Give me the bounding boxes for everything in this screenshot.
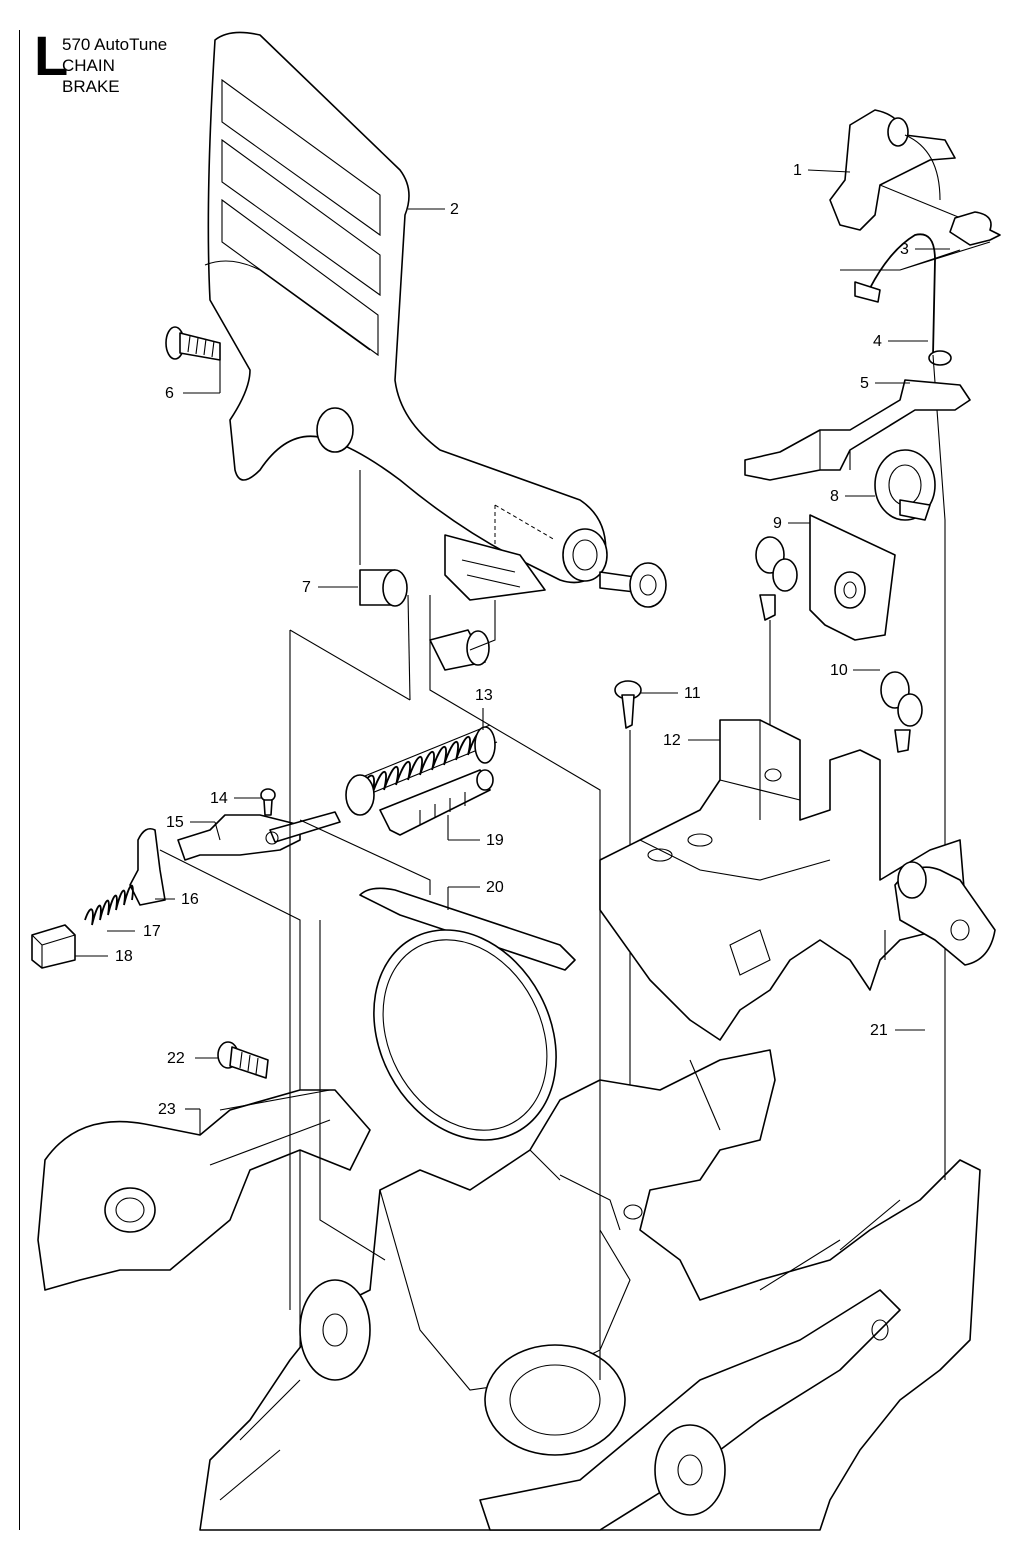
callout-15: 15	[166, 814, 184, 831]
part-10-clip	[880, 671, 923, 753]
callout-18: 18	[115, 948, 133, 965]
part-18-block	[31, 924, 76, 969]
crankcase-body	[199, 1049, 981, 1531]
callout-23: 23	[158, 1101, 176, 1118]
part-9-plate	[809, 514, 896, 641]
callout-7: 7	[302, 579, 311, 596]
part-5-brake-lever	[744, 379, 971, 481]
part-16-latch	[129, 827, 301, 1380]
part-1-latch	[829, 109, 991, 231]
part-2-hand-guard	[204, 31, 608, 601]
callout-3: 3	[900, 241, 909, 258]
callout-10: 10	[830, 662, 848, 679]
part-15-pivot-arm	[177, 811, 341, 861]
callout-11: 11	[684, 685, 701, 702]
callout-20: 20	[486, 879, 504, 896]
part-3-spring-clip	[840, 211, 1001, 271]
callout-19: 19	[486, 832, 504, 849]
guard-screw-right	[599, 562, 667, 608]
part-17-spring	[84, 884, 134, 926]
part-23-side-cover	[37, 1089, 371, 1291]
callout-leader-lines	[75, 169, 950, 1135]
callout-22: 22	[167, 1050, 185, 1067]
callout-14: 14	[210, 790, 228, 807]
section-letter: L	[34, 24, 69, 87]
callout-6: 6	[165, 385, 174, 402]
title-line-brake: BRAKE	[62, 77, 120, 96]
part-13-spring	[345, 724, 498, 816]
assembly-guide-lines	[289, 470, 946, 1380]
part-14-screw	[260, 788, 276, 816]
section-title: 570 AutoTune CHAIN BRAKE	[62, 34, 167, 97]
callout-9: 9	[773, 515, 782, 532]
callout-16: 16	[181, 891, 199, 908]
callout-12: 12	[663, 732, 681, 749]
part-19-spring-guide	[379, 769, 494, 836]
callout-17: 17	[143, 923, 161, 940]
model-name: 570 AutoTune	[62, 35, 168, 54]
left-margin-rule	[19, 30, 20, 1530]
part-22-screw	[217, 1041, 269, 1079]
callout-2: 2	[450, 201, 459, 218]
callout-4: 4	[873, 333, 882, 350]
part-21-rocker	[894, 861, 996, 966]
part-6-screw	[165, 326, 221, 361]
callout-21: 21	[870, 1022, 888, 1039]
part-12-brake-housing	[599, 719, 966, 1041]
callout-5: 5	[860, 375, 869, 392]
part-7-bushings	[359, 569, 490, 671]
callout-1: 1	[793, 162, 802, 179]
title-line-chain: CHAIN	[62, 56, 115, 75]
part-8-cam	[874, 449, 936, 521]
callout-13: 13	[475, 687, 493, 704]
part-20-brake-band	[359, 887, 576, 1141]
callout-8: 8	[830, 488, 839, 505]
